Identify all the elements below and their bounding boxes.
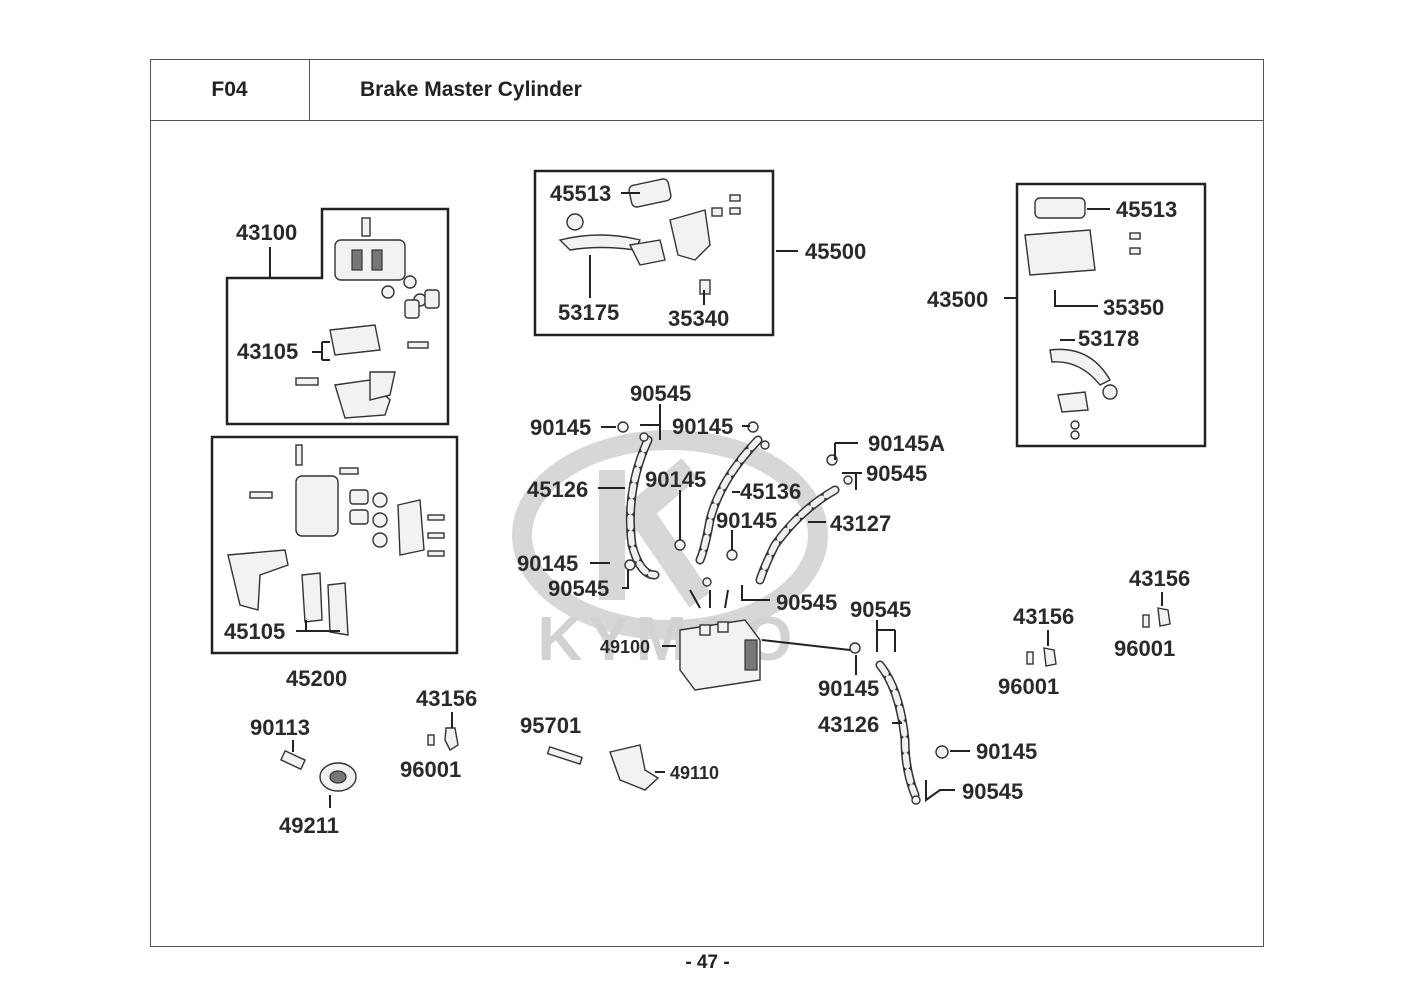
caliper-lower-box	[210, 435, 459, 655]
leader-90145A	[834, 442, 858, 460]
callout-43156-a: 43156	[416, 686, 477, 711]
callout-45105: 45105	[224, 619, 285, 644]
callout-96001-a: 96001	[400, 757, 461, 782]
clamp-right-icon	[1142, 607, 1171, 628]
callout-45136: 45136	[740, 479, 801, 504]
clamp-mid-icon	[1026, 647, 1057, 667]
callout-90145-right: 90145	[672, 414, 733, 439]
brake-hoses-icon	[617, 421, 949, 805]
callout-45513-left: 45513	[1116, 197, 1177, 222]
caliper-body-icon	[295, 217, 440, 419]
callout-49211: 49211	[279, 813, 339, 838]
callout-90145-left: 90145	[530, 415, 591, 440]
callout-43156-b: 43156	[1013, 604, 1074, 629]
master-cylinder-right-icon	[558, 178, 741, 295]
callout-90145A: 90145A	[868, 431, 945, 456]
callout-90545-ll: 90545	[548, 576, 609, 601]
callout-45200: 45200	[286, 666, 347, 691]
header-divider	[310, 120, 1264, 121]
page-title: Brake Master Cylinder	[360, 78, 582, 101]
callout-35340: 35340	[668, 306, 729, 331]
leader-90545-low	[925, 780, 955, 802]
callout-90145-abs: 90145	[818, 676, 879, 701]
callout-96001-b: 96001	[998, 674, 1059, 699]
callout-90113: 90113	[250, 715, 310, 740]
callout-45126: 45126	[527, 477, 588, 502]
callout-49110: 49110	[670, 763, 719, 783]
leader-90545-ll	[622, 570, 629, 589]
callout-43105: 43105	[237, 339, 298, 364]
leader-45105	[296, 620, 340, 632]
callout-43126: 43126	[818, 712, 879, 737]
leader-90545-ra	[842, 472, 862, 490]
callout-90545-abs: 90545	[850, 597, 911, 622]
callout-90545-top: 90545	[630, 381, 691, 406]
leader-90545-mr	[741, 585, 770, 601]
abs-unit-icon	[679, 619, 851, 691]
callout-43500: 43500	[927, 287, 988, 312]
clamp-left-icon	[427, 727, 459, 752]
leader-90545-abs	[876, 620, 896, 652]
callout-49100: 49100	[600, 637, 650, 657]
master-cylinder-right-box	[533, 169, 775, 337]
callout-90145-low: 90145	[976, 739, 1037, 764]
callout-95701: 95701	[520, 713, 581, 738]
leader-35350	[1054, 290, 1098, 307]
bolt-bracket-icon	[546, 744, 660, 791]
page-number: - 47 -	[685, 952, 730, 973]
callout-90145-ll: 90145	[517, 551, 578, 576]
callout-45513-right: 45513	[550, 181, 611, 206]
callout-43127: 43127	[830, 511, 891, 536]
header: F04 Brake Master Cylinder	[150, 59, 1264, 121]
leader-90545-top	[640, 404, 661, 440]
callout-53175: 53175	[558, 300, 619, 325]
page-frame	[150, 59, 1264, 947]
callout-90545-ra: 90545	[866, 461, 927, 486]
callout-43156-c: 43156	[1129, 566, 1190, 591]
callout-90545-mr: 90545	[776, 590, 837, 615]
callout-90145-mid: 90145	[645, 467, 706, 492]
master-cylinder-left-box	[1015, 182, 1207, 448]
callout-53178: 53178	[1078, 326, 1139, 351]
callout-90545-low: 90545	[962, 779, 1023, 804]
callout-45500: 45500	[805, 239, 866, 264]
callout-35350: 35350	[1103, 295, 1164, 320]
caliper-upper-box	[225, 207, 450, 426]
callout-90145-r2: 90145	[716, 508, 777, 533]
caliper-assembly-icon	[227, 444, 445, 636]
callout-96001-c: 96001	[1114, 636, 1175, 661]
section-code: F04	[150, 59, 310, 121]
sensor-bolt-icon	[279, 749, 357, 792]
master-cylinder-left-icon	[1024, 197, 1141, 440]
leader-43105	[312, 341, 330, 361]
callout-43100: 43100	[236, 220, 297, 245]
